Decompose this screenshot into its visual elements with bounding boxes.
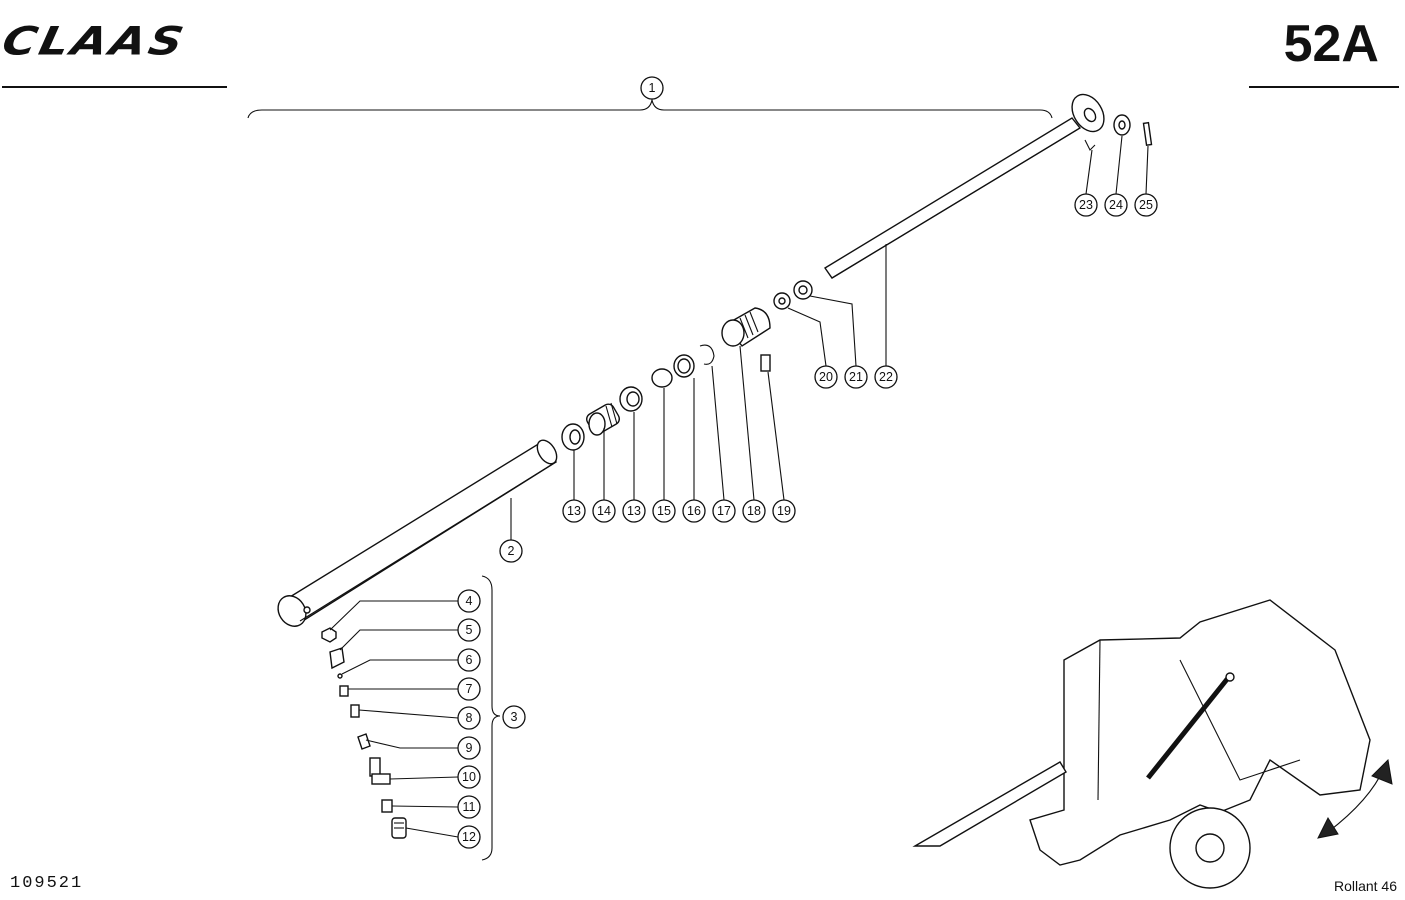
svg-text:2: 2 [508,544,515,558]
callout-15: 15 [652,499,676,523]
svg-text:12: 12 [462,830,476,844]
baler-overview-thumbnail [912,599,1393,889]
drawbar [912,761,1067,847]
nut-4 [321,627,337,643]
spring-7 [339,685,349,697]
svg-text:15: 15 [657,504,671,518]
valve-8 [350,704,360,718]
callout-24: 24 [1104,193,1128,217]
svg-text:18: 18 [747,504,761,518]
header-rule-left [2,86,227,88]
callout-1: 1 [640,76,664,100]
svg-text:24: 24 [1109,198,1123,212]
svg-text:3: 3 [511,710,518,724]
svg-text:11: 11 [463,800,476,814]
callout-25: 25 [1134,193,1158,217]
svg-text:21: 21 [849,370,863,384]
nipple-10 [369,757,391,785]
leader-lines [329,88,1149,838]
callout-23: 23 [1074,193,1098,217]
fitting-12 [391,817,407,839]
circlip-17 [699,344,715,365]
pin-25 [1142,121,1153,146]
svg-text:17: 17 [717,504,731,518]
callout-19: 19 [772,499,796,523]
callout-7: 7 [457,677,481,701]
svg-text:13: 13 [627,504,641,518]
callout-13a: 13 [562,499,586,523]
svg-text:16: 16 [687,504,701,518]
svg-text:14: 14 [597,504,611,518]
ball-6 [337,673,343,679]
callout-17: 17 [712,499,736,523]
callout-21: 21 [844,365,868,389]
callout-13b: 13 [622,499,646,523]
svg-text:22: 22 [879,370,893,384]
callout-10: 10 [457,765,481,789]
svg-text:25: 25 [1139,198,1153,212]
callout-22: 22 [874,365,898,389]
svg-text:23: 23 [1079,198,1093,212]
arrow-up-icon [1371,758,1393,785]
svg-text:5: 5 [466,623,473,637]
callout-2: 2 [499,539,523,563]
svg-text:10: 10 [462,770,476,784]
document-number: 109521 [10,874,84,893]
group-1-bracket [247,99,1053,119]
arrow-down-icon [1317,816,1339,839]
callout-6: 6 [457,648,481,672]
piston-rod [823,93,1105,279]
fitting-19 [760,354,771,372]
callout-4: 4 [457,589,481,613]
svg-text:4: 4 [466,594,473,608]
svg-text:19: 19 [777,504,791,518]
svg-text:9: 9 [466,741,473,755]
cylinder-head-18 [721,307,771,372]
group-3-bracket [481,575,501,861]
svg-text:8: 8 [466,711,473,725]
header-rule-right [1249,86,1399,88]
callout-9: 9 [457,736,481,760]
model-name: Rollant 46 [1333,878,1397,894]
callout-12: 12 [457,825,481,849]
callout-14: 14 [592,499,616,523]
callout-5: 5 [457,618,481,642]
piston-14 [586,402,620,436]
callout-8: 8 [457,706,481,730]
washer-9 [357,733,371,750]
callout-20: 20 [814,365,838,389]
cylinder-tube [277,439,558,627]
svg-text:6: 6 [466,653,473,667]
o-ring-15 [651,368,673,388]
page-number: 52A [1283,15,1379,73]
callout-3: 3 [502,705,526,729]
sleeve-11 [381,799,393,813]
svg-text:20: 20 [819,370,833,384]
callout-11: 11 [457,795,481,819]
callout-16: 16 [682,499,706,523]
svg-text:1: 1 [649,81,656,95]
svg-text:13: 13 [567,504,581,518]
callout-18: 18 [742,499,766,523]
elbow-5 [329,647,345,670]
svg-text:7: 7 [466,682,473,696]
